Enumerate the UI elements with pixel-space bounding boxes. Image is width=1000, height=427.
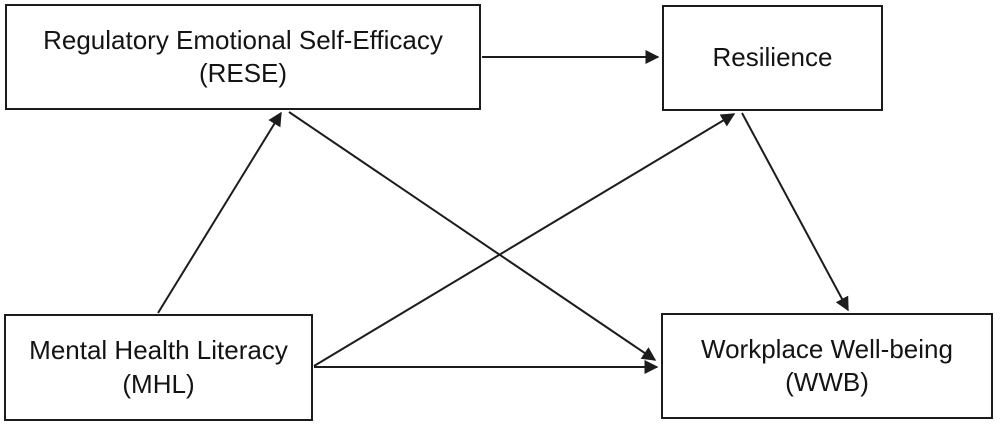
node-mhl-abbreviation: (MHL) <box>122 368 195 399</box>
node-rese-label: Regulatory Emotional Self-Efficacy <box>43 24 443 55</box>
node-rese: Regulatory Emotional Self-Efficacy (RESE… <box>5 4 481 110</box>
node-mhl-label: Mental Health Literacy <box>29 335 288 366</box>
node-resilience-label: Resilience <box>712 42 833 73</box>
arrow-mhl-to-rese <box>157 111 282 314</box>
node-wwb: Workplace Well-being (WWB) <box>661 313 993 419</box>
node-mhl: Mental Health Literacy (MHL) <box>4 314 313 421</box>
arrow-rese-to-wwb <box>288 111 657 361</box>
node-rese-abbreviation: (RESE) <box>198 58 288 88</box>
node-wwb-abbreviation: (WWB) <box>785 367 869 397</box>
arrow-resilience-to-wwb <box>741 112 849 312</box>
node-resilience: Resilience <box>662 5 883 111</box>
node-wwb-label: Workplace Well-being <box>701 333 953 364</box>
arrow-mhl-to-resilience <box>313 113 736 367</box>
